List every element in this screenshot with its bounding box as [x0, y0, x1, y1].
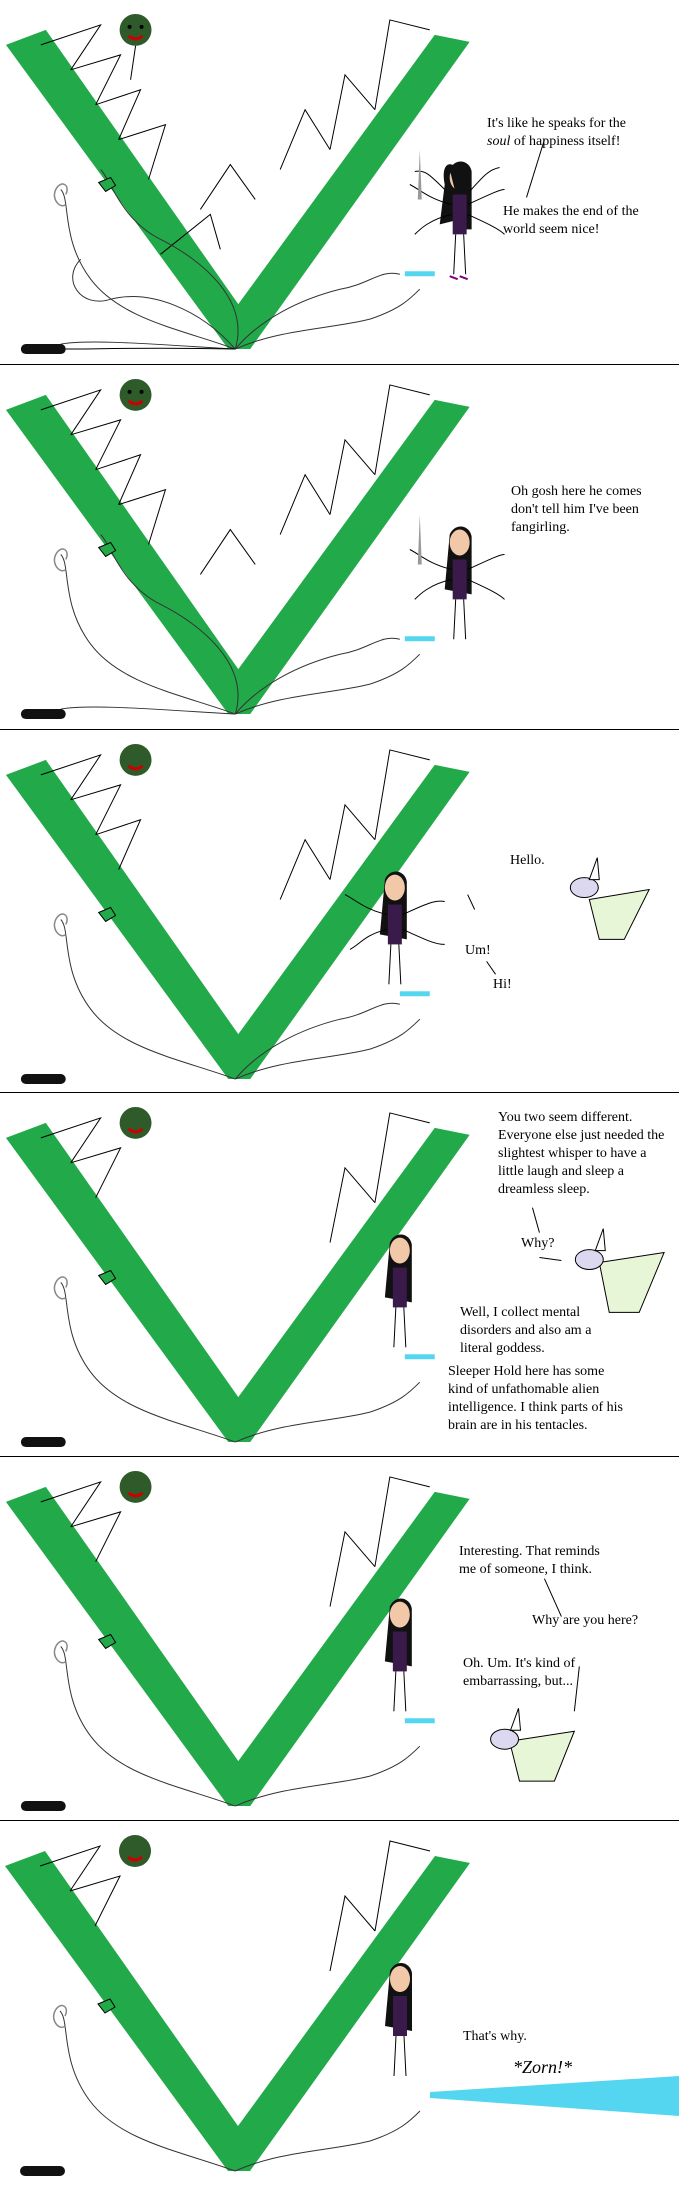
unicorn-creature: [574, 1228, 665, 1313]
goddess-girl: [384, 1234, 435, 1360]
hook-icon: [53, 1276, 68, 1300]
hook-icon: [53, 183, 68, 207]
microphone-icon: [20, 1437, 66, 1448]
speech-girl-1: Oh. Um. It's kind of embarrassing, but..…: [463, 1656, 576, 1689]
tentacles: [60, 1282, 421, 1443]
comic-panel-1: It's like he speaks for the soul of happ…: [0, 0, 679, 365]
panel-art: [5, 743, 651, 1085]
face-icon: [119, 13, 152, 46]
sleeper-hold-creature: [5, 1470, 470, 1807]
speech-girl-1: It's like he speaks for the soul of happ…: [487, 116, 626, 149]
comic-panel-4: You two seem different. Everyone else ju…: [0, 1093, 679, 1457]
panel-art: [5, 1470, 580, 1812]
sleeper-hold-creature: [5, 1835, 470, 2172]
green-v-body: [5, 394, 470, 715]
green-v-body: [5, 759, 470, 1080]
tentacles: [60, 534, 421, 715]
green-v-body: [5, 1851, 470, 2171]
speech-girl-2: He makes the end of the world seem nice!: [503, 204, 639, 237]
panel-art: [5, 13, 545, 355]
unicorn-creature: [467, 857, 651, 940]
sleeper-hold-creature: [5, 743, 470, 1080]
speech-creature-1: Hello.: [510, 853, 545, 868]
microphone-icon: [20, 1801, 66, 1812]
comic-panel-3: Hello. Um! Hi!: [0, 730, 679, 1093]
goddess-girl: [384, 1598, 435, 1724]
speech-creature-1: Interesting. That reminds me of someone,…: [459, 1544, 600, 1577]
green-claw-icon: [97, 906, 117, 923]
comic-panel-6: That's why. *Zorn!*: [0, 1821, 679, 2185]
green-claw-icon: [97, 1633, 117, 1650]
tentacles: [60, 169, 421, 350]
green-claw-icon: [97, 176, 117, 193]
face-icon: [119, 1835, 151, 1867]
hook-icon: [53, 548, 68, 572]
sleeper-hold-creature: [5, 13, 470, 350]
tentacles: [59, 2010, 421, 2172]
microphone-icon: [20, 344, 236, 355]
speech-creature-2: Why?: [521, 1236, 555, 1251]
panel-art: [5, 1835, 679, 2176]
hook-icon: [53, 2004, 67, 2028]
microphone-icon: [20, 709, 66, 720]
goddess-girl: [344, 871, 445, 997]
sound-effect: *Zorn!*: [513, 2057, 573, 2077]
microphone-icon: [20, 1074, 66, 1085]
face-icon: [119, 1470, 152, 1503]
sleeper-hold-creature: [5, 1106, 470, 1443]
face-icon: [119, 1106, 152, 1139]
goddess-girl: [385, 1962, 412, 2077]
hook-icon: [53, 1640, 68, 1664]
green-v-body: [5, 1486, 470, 1807]
green-claw-icon: [97, 541, 117, 558]
unicorn-creature: [490, 1708, 576, 1782]
speech-girl-1: That's why.: [463, 2029, 527, 2044]
panel-art: [5, 1106, 665, 1448]
green-v-body: [5, 29, 470, 350]
green-claw-icon: [97, 1269, 117, 1286]
comic-panel-2: Oh gosh here he comes don't tell him I'v…: [0, 365, 679, 730]
speech-creature-2: Why are you here?: [532, 1613, 639, 1628]
microphone-icon: [20, 2166, 65, 2176]
speech-creature-1: You two seem different. Everyone else ju…: [498, 1110, 665, 1197]
face-icon: [119, 378, 152, 411]
speech-girl-1: Well, I collect mental disorders and als…: [460, 1305, 592, 1356]
tentacles: [60, 919, 421, 1080]
speech-girl-1: Um!: [465, 943, 491, 958]
face-icon: [119, 743, 152, 776]
speech-girl-1: Oh gosh here he comes don't tell him I'v…: [511, 484, 642, 535]
green-claw-icon: [97, 1998, 116, 2014]
hook-icon: [53, 913, 68, 937]
comic-panel-5: Interesting. That reminds me of someone,…: [0, 1457, 679, 1821]
goddess-girl: [404, 149, 505, 281]
speech-girl-2: Sleeper Hold here has some kind of unfat…: [448, 1364, 623, 1433]
tentacles: [60, 1646, 421, 1807]
green-v-body: [5, 1122, 470, 1443]
panel-art: [5, 378, 505, 720]
speech-girl-2: Hi!: [493, 977, 512, 992]
sleeper-hold-creature: [5, 378, 470, 715]
sword-icon: [417, 149, 422, 200]
goddess-girl: [404, 514, 505, 642]
laser-beam: [430, 2076, 679, 2116]
sword-icon: [417, 514, 422, 565]
